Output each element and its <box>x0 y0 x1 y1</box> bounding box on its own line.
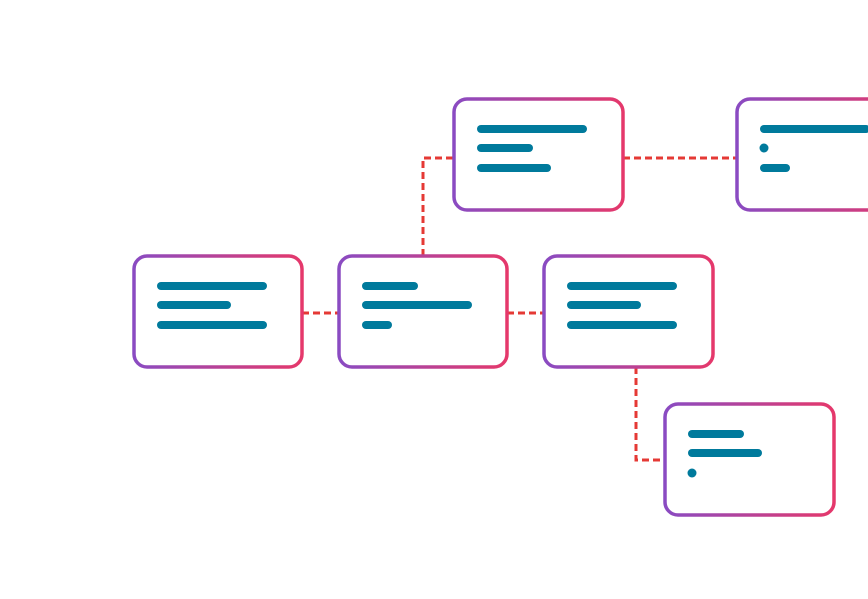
node-card-node-d[interactable] <box>452 97 625 212</box>
node-card-node-c[interactable] <box>542 254 715 369</box>
node-card-node-e[interactable] <box>735 97 868 212</box>
connector-node-b-to-node-d <box>421 156 454 256</box>
node-card-node-a[interactable] <box>132 254 304 369</box>
nodes <box>132 97 868 517</box>
node-card-frame <box>663 402 836 517</box>
node-card-frame <box>735 97 868 212</box>
text-placeholder-dot <box>759 143 769 153</box>
node-card-frame <box>452 97 625 212</box>
text-placeholder-dot <box>687 468 697 478</box>
connector-node-c-to-node-f <box>634 367 665 462</box>
node-card-node-f[interactable] <box>663 402 836 517</box>
node-card-node-b[interactable] <box>337 254 509 369</box>
node-card-frame <box>132 254 304 369</box>
node-card-frame <box>337 254 509 369</box>
node-card-frame <box>542 254 715 369</box>
connectors <box>302 156 737 462</box>
